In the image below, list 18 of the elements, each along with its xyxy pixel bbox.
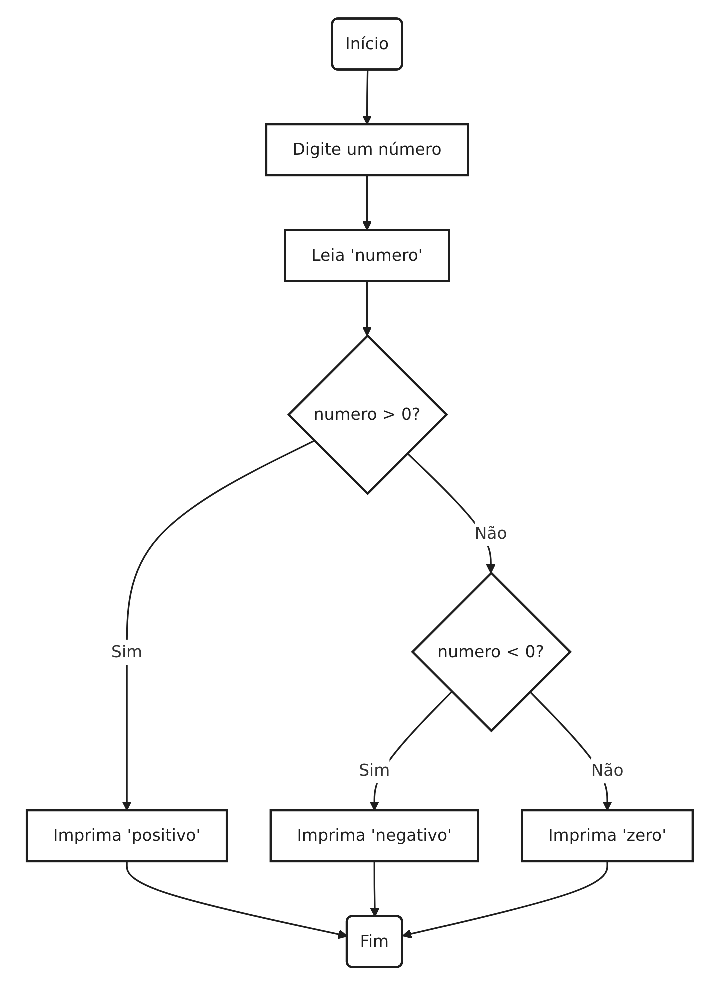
edge-label: Sim [112,642,143,662]
edge-label: Não [474,523,508,544]
arrow [362,281,372,336]
node-diamond: numero < 0? [411,572,572,733]
arrow [362,175,372,231]
node-box: Imprima 'zero' [521,809,694,863]
arrow [122,440,315,811]
node-box: Imprima 'negativo' [270,809,480,863]
node-box: Imprima 'positivo' [26,809,228,863]
node-diamond: numero > 0? [287,334,448,496]
edge-label: Sim [359,760,390,780]
edge-label: Não [591,760,624,780]
arrow [402,861,608,939]
node-box: Digite um número [265,123,470,177]
arrow [370,861,380,918]
node-box: Leia 'numero' [284,229,450,282]
arrow [126,861,348,940]
arrow [362,70,372,125]
